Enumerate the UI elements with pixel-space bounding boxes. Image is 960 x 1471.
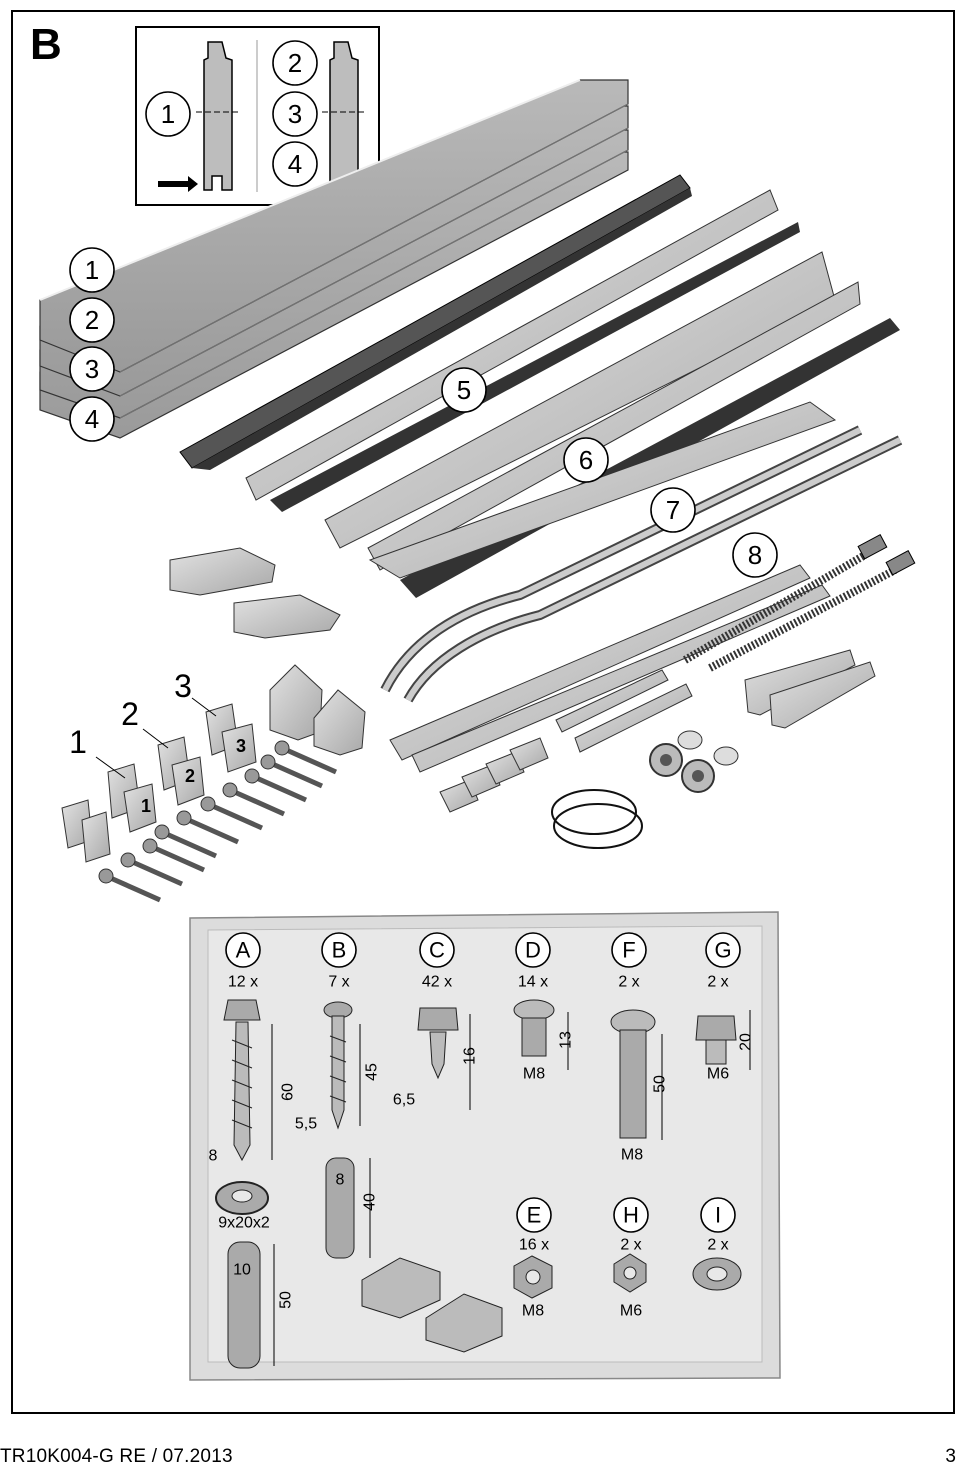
springs — [682, 534, 916, 672]
hardware-letter-circles — [225, 932, 741, 1233]
hanger-brackets — [555, 649, 876, 753]
hardware-letter-B: B — [332, 938, 347, 963]
door-panels — [39, 79, 629, 439]
hardware-letter-D: D — [525, 938, 541, 963]
dowel1-length: 40 — [362, 1193, 379, 1211]
dim-F-length: 50 — [652, 1075, 669, 1093]
hinge-leaders — [95, 697, 217, 779]
hardware-letter-C: C — [429, 938, 445, 963]
dowel2-length: 50 — [278, 1291, 295, 1309]
dim-C-length: 16 — [462, 1047, 479, 1065]
qty-E: 16 x — [519, 1237, 549, 1254]
dim-A-length: 60 — [280, 1083, 297, 1101]
panel-profile-bottom — [203, 41, 233, 191]
thread-F: M8 — [621, 1147, 643, 1164]
rail-labels — [441, 367, 778, 578]
inset-label-3-text: 3 — [288, 99, 302, 129]
hardware-letter-I: I — [715, 1203, 721, 1228]
hinges — [61, 703, 257, 863]
rail-label-8: 8 — [748, 540, 762, 570]
hardware-letter-H: H — [623, 1203, 639, 1228]
rail-label-7: 7 — [666, 495, 680, 525]
hinge-mark-2: 2 — [185, 766, 195, 786]
qty-A: 12 x — [228, 974, 258, 991]
dim-D-length: 13 — [558, 1031, 575, 1049]
inset-box — [135, 26, 380, 206]
qty-G: 2 x — [707, 974, 728, 991]
page-frame — [11, 10, 955, 1414]
panel-label-3: 3 — [85, 354, 99, 384]
inset-label-2-text: 2 — [288, 48, 302, 78]
inset-label-4-text: 4 — [288, 149, 302, 179]
dim-B-length: 45 — [364, 1063, 381, 1081]
dim-A-dia: 8 — [209, 1148, 218, 1165]
thread-D: M8 — [523, 1066, 545, 1083]
document-code: TR10K004-G RE / 07.2013 — [0, 1446, 233, 1467]
thread-E: M8 — [522, 1303, 544, 1320]
page-number: 3 — [945, 1446, 956, 1467]
qty-B: 7 x — [328, 974, 349, 991]
bracket-label-1: 1 — [69, 724, 87, 760]
hinge-mark-3: 3 — [236, 736, 246, 756]
l-brackets — [269, 664, 366, 756]
hardware-letter-G: G — [714, 938, 731, 963]
panel-label-4: 4 — [85, 404, 99, 434]
dim-G-length: 20 — [738, 1033, 755, 1051]
thread-G: M6 — [707, 1066, 729, 1083]
hardware-letter-A: A — [236, 938, 251, 963]
hardware-icons — [215, 999, 751, 1369]
dim-B-dia: 5,5 — [295, 1116, 317, 1133]
track-brackets — [439, 737, 549, 813]
bracket-label-3: 3 — [174, 668, 192, 704]
rail-label-5: 5 — [457, 375, 471, 405]
dowel1-dia: 8 — [336, 1172, 345, 1189]
qty-F: 2 x — [618, 974, 639, 991]
arrow-icon — [158, 176, 198, 192]
dowel2-dia: 10 — [233, 1262, 251, 1279]
qty-H: 2 x — [620, 1237, 641, 1254]
inset-label-1 — [145, 91, 191, 137]
panel-labels — [69, 247, 115, 442]
inset-labels-right — [272, 40, 318, 187]
angle-brackets — [169, 547, 341, 639]
thread-H: M6 — [620, 1303, 642, 1320]
hinge-mark-1: 1 — [141, 796, 151, 816]
qty-I: 2 x — [707, 1237, 728, 1254]
panel-profile-middle — [329, 41, 359, 191]
bracket-label-2: 2 — [121, 696, 139, 732]
section-letter: B — [30, 20, 62, 69]
panel-label-1: 1 — [85, 255, 99, 285]
roller-bolts — [98, 740, 338, 903]
panel-label-2: 2 — [85, 305, 99, 335]
qty-C: 42 x — [422, 974, 452, 991]
inset-label-1-text: 1 — [161, 99, 175, 129]
hardware-letter-F: F — [622, 938, 635, 963]
rail-label-6: 6 — [579, 445, 593, 475]
qty-D: 14 x — [518, 974, 548, 991]
pulleys-and-cables — [551, 730, 739, 849]
washer-label: 9x20x2 — [218, 1215, 270, 1232]
dim-C-dia: 6,5 — [393, 1092, 415, 1109]
hardware-letter-E: E — [527, 1203, 542, 1228]
